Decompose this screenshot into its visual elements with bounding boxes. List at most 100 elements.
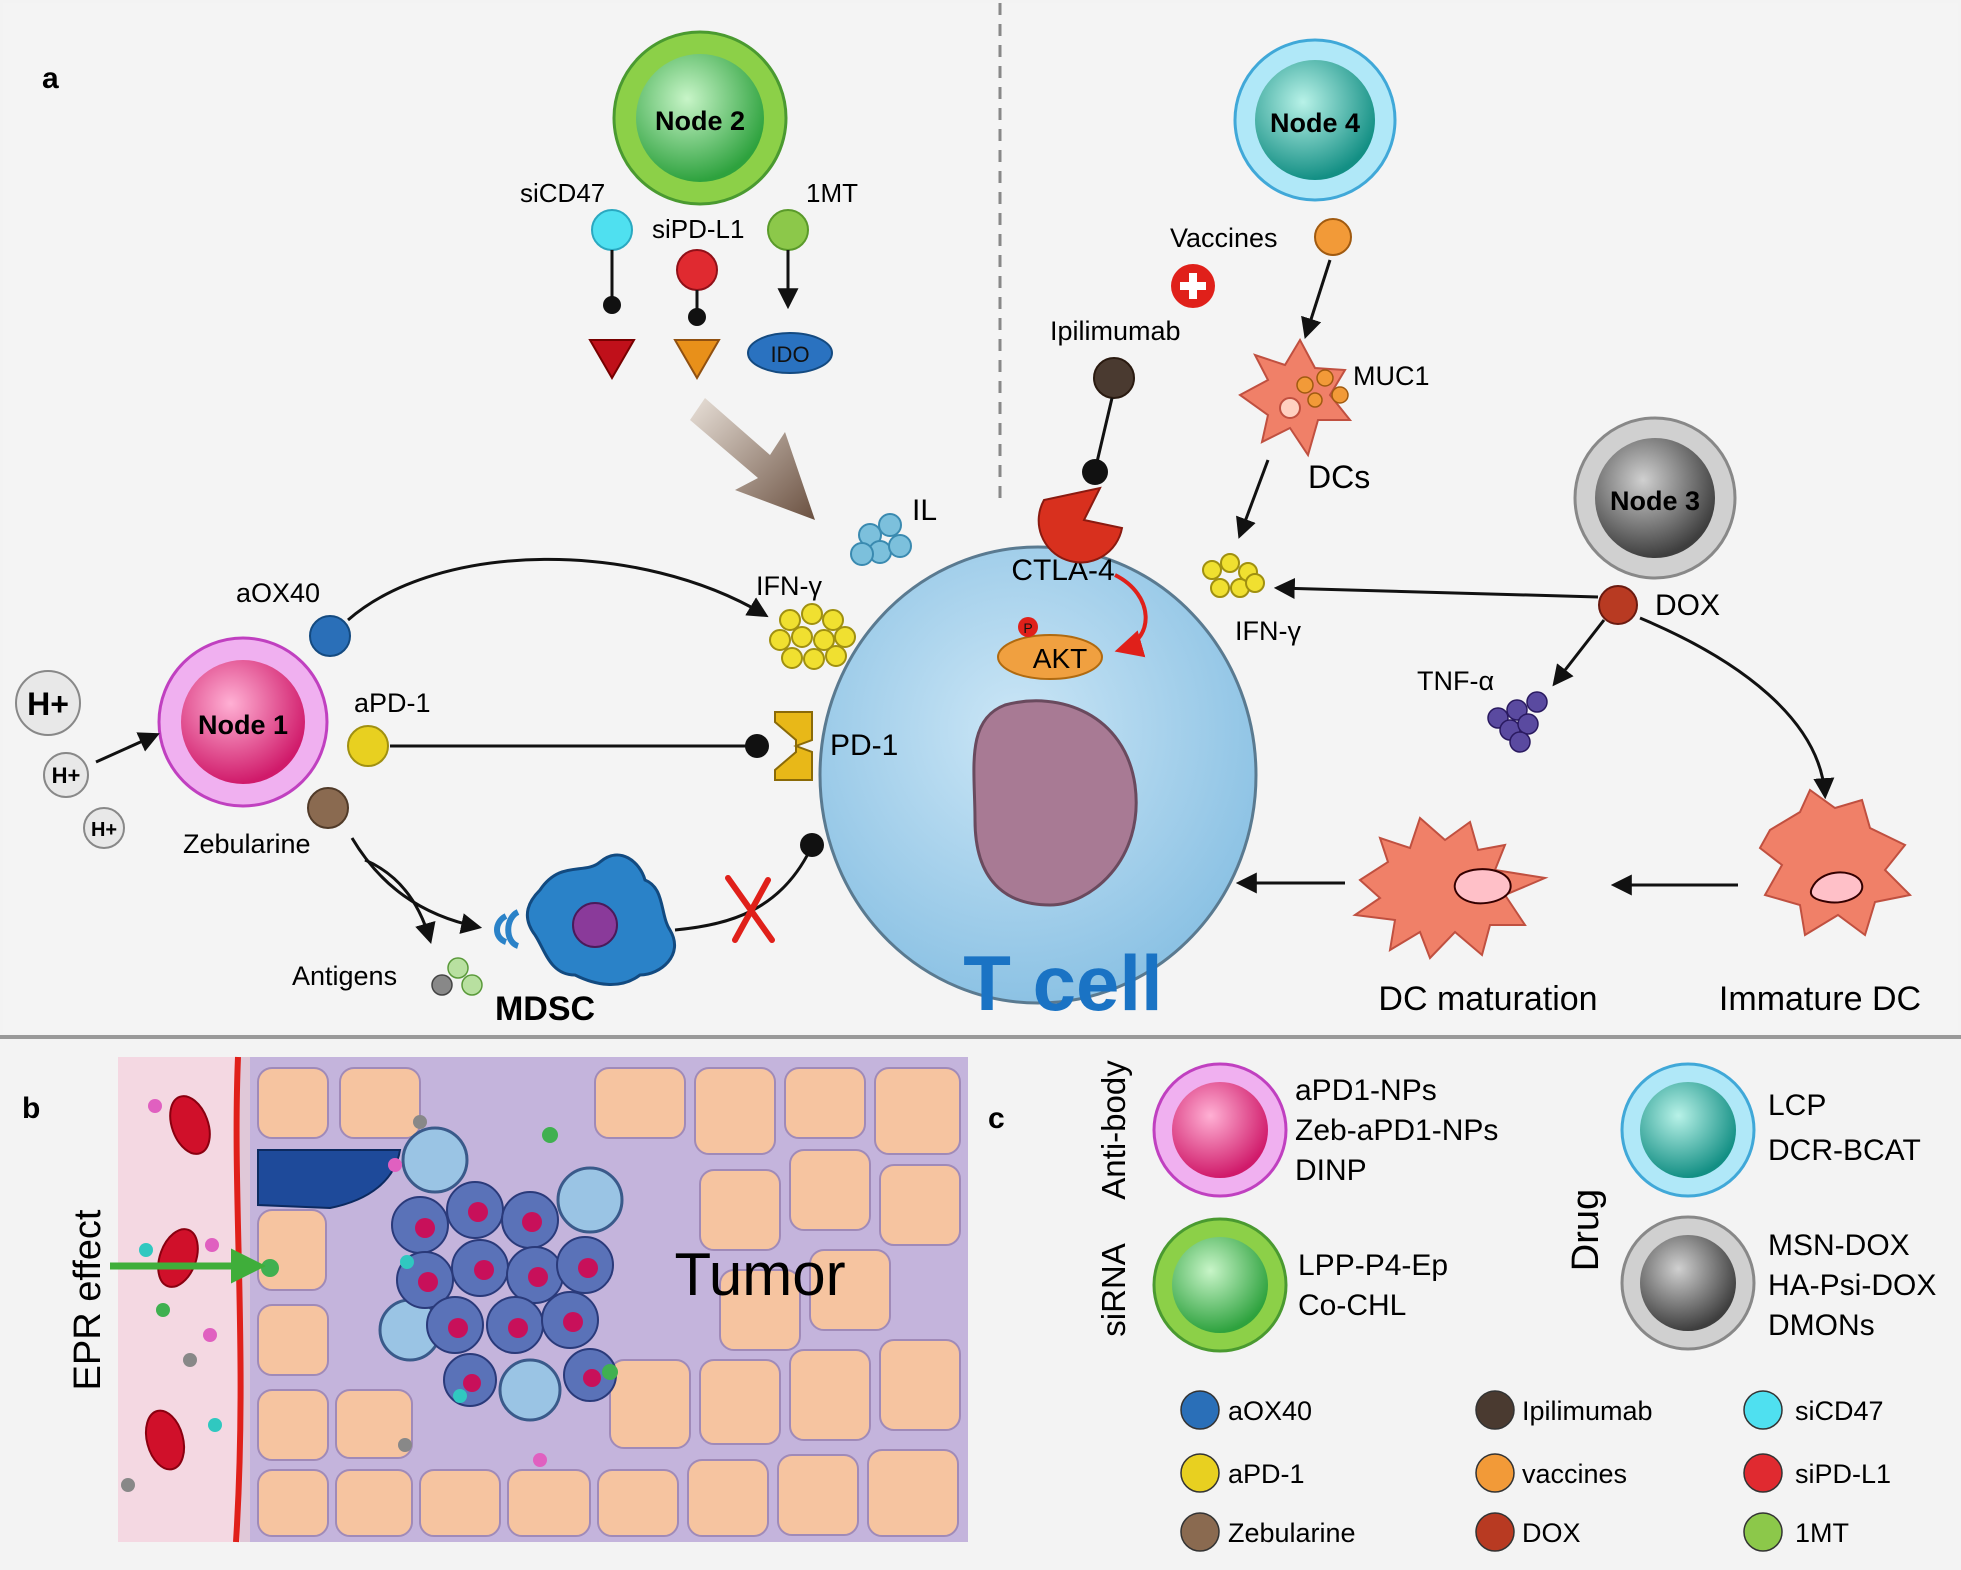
antibody-item-3: DINP [1295, 1154, 1367, 1187]
node1-label: Node 1 [198, 710, 288, 740]
mt1-label: 1MT [806, 178, 858, 208]
aox40-label: aOX40 [236, 578, 320, 608]
node1-particle: Node 1 [157, 636, 329, 808]
sipdl1-label: siPD-L1 [652, 214, 744, 244]
epr-label: EPR effect [67, 1209, 109, 1390]
phospho-icon [1018, 617, 1038, 637]
vaccines-icon [1314, 218, 1352, 256]
legend-swatch-aox40 [1180, 1390, 1220, 1430]
panel-c-label: c [988, 1102, 1005, 1135]
h-plus-icon: H+ H+ H+ [15, 670, 125, 849]
tissue-cells [257, 1067, 961, 1537]
node4-label: Node 4 [1270, 108, 1360, 138]
legend-label-dox: DOX [1522, 1518, 1581, 1548]
legend-label-sicd47: siCD47 [1795, 1396, 1884, 1426]
legend-label-ipilimumab: Ipilimumab [1522, 1396, 1653, 1426]
phospho-label: P [1023, 620, 1032, 636]
dcs-label: DCs [1308, 459, 1370, 495]
antigens-icon [431, 957, 483, 996]
sirna-item-2: Co-CHL [1298, 1289, 1406, 1322]
legend-swatch-vaccines [1475, 1453, 1515, 1493]
antigens-label: Antigens [292, 961, 397, 991]
drug-np1-icon [1620, 1062, 1756, 1198]
legend-item: aPD-1 [1180, 1453, 1305, 1493]
ido-icon [747, 332, 833, 374]
tnf-label: TNF-α [1417, 666, 1494, 696]
legend-label-aox40: aOX40 [1228, 1396, 1312, 1426]
node3-label: Node 3 [1610, 486, 1700, 516]
ctla4-receptor-icon [1037, 486, 1124, 564]
panel-b-label: b [22, 1092, 40, 1125]
node4-particle: Node 4 [1233, 38, 1397, 202]
il-label: IL [912, 494, 937, 527]
ifn-right-cluster-icon [1202, 553, 1265, 598]
node3-particle: Node 3 [1573, 416, 1737, 580]
legend-item: siCD47 [1743, 1390, 1884, 1430]
legend-item: vaccines [1475, 1453, 1627, 1493]
drug-group-label: Drug [1565, 1189, 1607, 1271]
legend-item: Ipilimumab [1475, 1390, 1653, 1430]
tcell-label: T cell [963, 939, 1162, 1027]
mdsc-cell [494, 853, 677, 986]
zebularine-label: Zebularine [183, 829, 311, 859]
sicd47-label: siCD47 [520, 178, 605, 208]
legend-swatch-sipdl1 [1743, 1453, 1783, 1493]
node2-label: Node 2 [655, 106, 745, 136]
antibody-item-1: aPD1-NPs [1295, 1074, 1437, 1107]
il-cluster-icon [850, 513, 912, 566]
apd1-label: aPD-1 [354, 688, 431, 718]
ido-label: IDO [770, 342, 809, 367]
legend-item: DOX [1475, 1512, 1581, 1552]
legend-label-zebularine: Zebularine [1228, 1518, 1356, 1548]
drug1-item-2: DCR-BCAT [1768, 1134, 1921, 1167]
dcs-cell [1238, 337, 1353, 458]
ifn-left-cluster-icon [769, 603, 856, 670]
legend-item: Zebularine [1180, 1512, 1356, 1552]
mature-dc-cell [1352, 816, 1549, 960]
ifn-right-label: IFN-γ [1235, 616, 1301, 646]
drug-np2-icon [1620, 1215, 1756, 1351]
ifn-left-label: IFN-γ [756, 571, 822, 601]
sirna-item-1: LPP-P4-Ep [1298, 1249, 1448, 1282]
dox-label: DOX [1655, 589, 1720, 622]
h-plus-label-2: H+ [52, 763, 81, 788]
legend-label-vaccines: vaccines [1522, 1459, 1627, 1489]
cd47-target-icon [588, 339, 636, 380]
tumor-cell-cluster [378, 1126, 624, 1422]
ipilimumab-icon [1093, 357, 1135, 399]
sirna-group-label: siRNA [1095, 1243, 1132, 1337]
ipilimumab-label: Ipilimumab [1050, 316, 1181, 346]
drug2-item-1: MSN-DOX [1768, 1229, 1910, 1262]
legend: aOX40 Ipilimumab siCD47 aPD-1 vaccines s… [1180, 1390, 1891, 1552]
nucleus-icon [972, 699, 1138, 907]
legend-swatch-apd1 [1180, 1453, 1220, 1493]
immature-dc-label: Immature DC [1719, 980, 1921, 1018]
drug2-item-2: HA-Psi-DOX [1768, 1269, 1936, 1302]
legend-label-1mt: 1MT [1795, 1518, 1849, 1548]
panel-b-illustration [110, 1056, 968, 1543]
panel-a-label: a [42, 62, 59, 95]
nanoparticles-b [121, 1099, 618, 1492]
muc1-label: MUC1 [1353, 361, 1430, 391]
legend-label-apd1: aPD-1 [1228, 1459, 1305, 1489]
dc-maturation-label: DC maturation [1378, 980, 1597, 1018]
legend-item: siPD-L1 [1743, 1453, 1891, 1493]
drug2-item-3: DMONs [1768, 1309, 1875, 1342]
legend-swatch-1mt [1743, 1512, 1783, 1552]
apd1-icon [347, 725, 389, 767]
zebularine-icon [307, 787, 349, 829]
pd1-label: PD-1 [830, 729, 898, 762]
vaccines-label: Vaccines [1170, 223, 1278, 253]
tumor-label: Tumor [674, 1241, 845, 1308]
big-arrow-icon [690, 398, 815, 520]
legend-swatch-sicd47 [1743, 1390, 1783, 1430]
sirna-np-icon [1152, 1217, 1288, 1353]
pd1-receptor-icon [774, 711, 813, 781]
pdl1-target-icon [673, 339, 721, 380]
legend-item: aOX40 [1180, 1390, 1312, 1430]
legend-item: 1MT [1743, 1512, 1849, 1552]
legend-swatch-ipilimumab [1475, 1390, 1515, 1430]
mt1-icon [767, 209, 809, 251]
muc1-icon [1296, 369, 1349, 408]
